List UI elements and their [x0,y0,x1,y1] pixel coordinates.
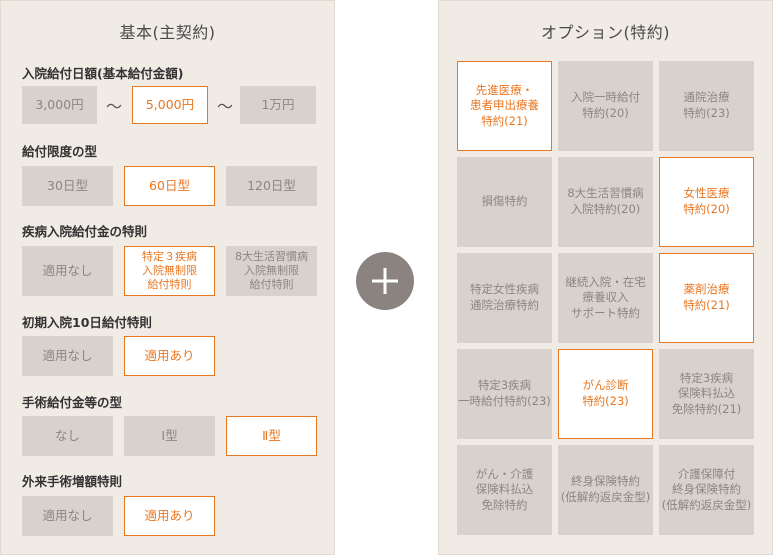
initial-10day-label: 初期入院10日給付特則 [22,315,152,330]
range-tilde: 〜 [105,97,122,116]
disease-special-label: 疾病入院給付金の特則 [22,224,148,239]
rider-injury[interactable]: 損傷特約 [457,157,552,247]
option-rider-panel: オプション(特約) 先進医療・ 患者申出療養 特約(21) 入院一時給付 特約(… [438,0,773,555]
surgery-type-label: 手術給付金等の型 [22,395,123,410]
plus-icon [356,252,414,310]
benefit-limit-label: 給付限度の型 [22,144,98,159]
daily-benefit-3000[interactable]: 3,000円 [22,86,97,124]
rider-outpatient-treatment[interactable]: 通院治療 特約(23) [659,61,754,151]
outpatient-apply[interactable]: 適用あり [124,496,215,536]
surgery-type-2[interactable]: Ⅱ型 [226,416,317,456]
base-contract-panel: 基本(主契約) 入院給付日額(基本給付金額) 3,000円 〜 5,000円 〜… [0,0,335,555]
daily-benefit-5000[interactable]: 5,000円 [132,86,208,124]
rider-female-disease-outpatient[interactable]: 特定女性疾病 通院治療特約 [457,253,552,343]
daily-benefit-label: 入院給付日額(基本給付金額) [22,66,184,81]
rider-whole-life-low-surrender[interactable]: 終身保険特約 (低解約返戻金型) [558,445,653,535]
rider-female-medical[interactable]: 女性医療 特約(20) [659,157,754,247]
base-panel-title: 基本(主契約) [119,23,216,42]
rider-continuous-hospital-income[interactable]: 継続入院・在宅 療養収入 サポート特約 [558,253,653,343]
disease-eight-unlimited[interactable]: 8大生活習慣病 入院無制限 給付特則 [226,246,317,296]
rider-cancer-diagnosis[interactable]: がん診断 特約(23) [558,349,653,439]
rider-eight-lifestyle-disease[interactable]: 8大生活習慣病 入院特約(20) [558,157,653,247]
disease-none[interactable]: 適用なし [22,246,113,296]
range-tilde: 〜 [216,97,233,116]
limit-120-day[interactable]: 120日型 [226,166,317,206]
rider-drug-treatment[interactable]: 薬剤治療 特約(21) [659,253,754,343]
option-panel-title: オプション(特約) [541,23,670,42]
rider-cancer-care-premium-waiver[interactable]: がん・介護 保険料払込 免除特約 [457,445,552,535]
outpatient-none[interactable]: 適用なし [22,496,113,536]
limit-30-day[interactable]: 30日型 [22,166,113,206]
rider-three-disease-premium-waiver[interactable]: 特定3疾病 保険料払込 免除特約(21) [659,349,754,439]
disease-three-unlimited[interactable]: 特定３疾病 入院無制限 給付特則 [124,246,215,296]
rider-care-whole-life-low-surrender[interactable]: 介護保障付 終身保険特約 (低解約返戻金型) [659,445,754,535]
rider-hospital-lump-sum[interactable]: 入院一時給付 特約(20) [558,61,653,151]
surgery-type-1[interactable]: Ⅰ型 [124,416,215,456]
surgery-none[interactable]: なし [22,416,113,456]
initial-10day-none[interactable]: 適用なし [22,336,113,376]
daily-benefit-10000[interactable]: 1万円 [240,86,316,124]
limit-60-day[interactable]: 60日型 [124,166,215,206]
rider-three-disease-lump-sum[interactable]: 特定3疾病 一時給付特約(23) [457,349,552,439]
initial-10day-apply[interactable]: 適用あり [124,336,215,376]
rider-advanced-medical[interactable]: 先進医療・ 患者申出療養 特約(21) [457,61,552,151]
outpatient-surgery-label: 外来手術増額特則 [22,474,123,489]
